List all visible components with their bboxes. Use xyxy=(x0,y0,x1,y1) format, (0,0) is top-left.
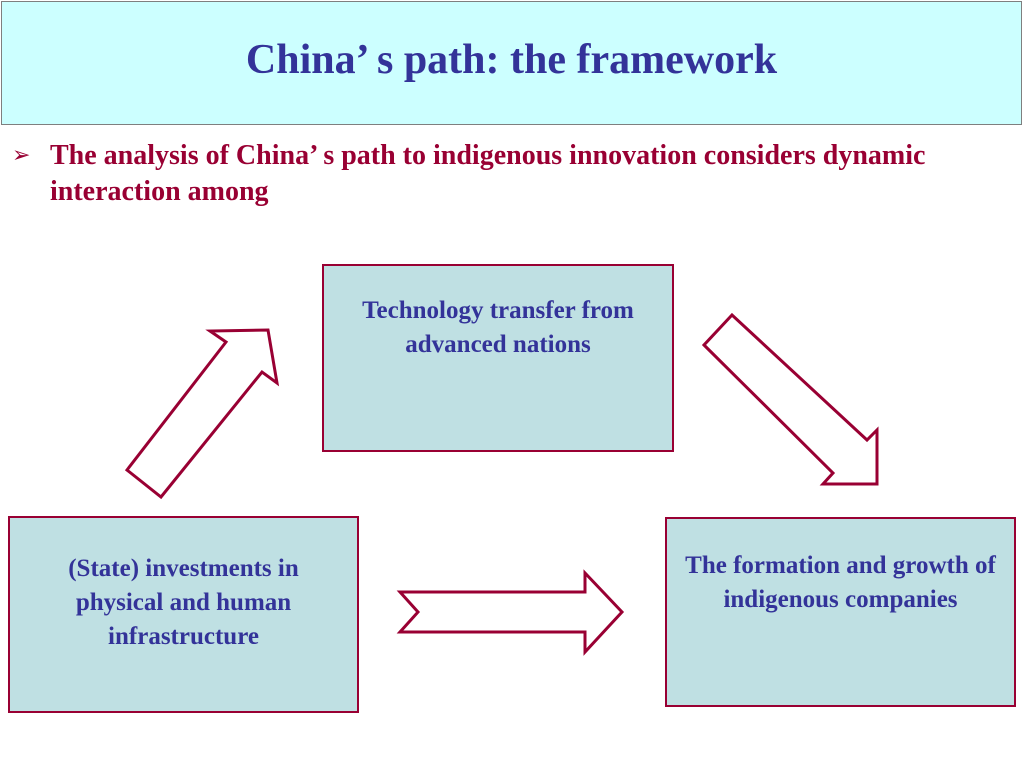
arrow-state-to-tech xyxy=(124,328,280,500)
arrow-bullet-icon: ➢ xyxy=(12,143,31,168)
node-state-investments: (State) investments in physical and huma… xyxy=(8,516,359,713)
title-banner: China’ s path: the framework xyxy=(1,1,1022,125)
node-technology-transfer: Technology transfer from advanced nation… xyxy=(322,264,674,452)
node-indigenous-companies-label: The formation and growth of indigenous c… xyxy=(685,552,996,613)
bullet-text: The analysis of China’ s path to indigen… xyxy=(50,140,926,207)
slide-title: China’ s path: the framework xyxy=(245,37,778,83)
arrow-state-to-companies xyxy=(396,569,625,656)
arrow-tech-to-companies xyxy=(701,312,879,486)
node-indigenous-companies: The formation and growth of indigenous c… xyxy=(665,517,1016,707)
node-state-investments-label: (State) investments in physical and huma… xyxy=(68,555,299,650)
node-technology-transfer-label: Technology transfer from advanced nation… xyxy=(362,297,634,358)
bullet-point: ➢ The analysis of China’ s path to indig… xyxy=(12,138,1012,210)
